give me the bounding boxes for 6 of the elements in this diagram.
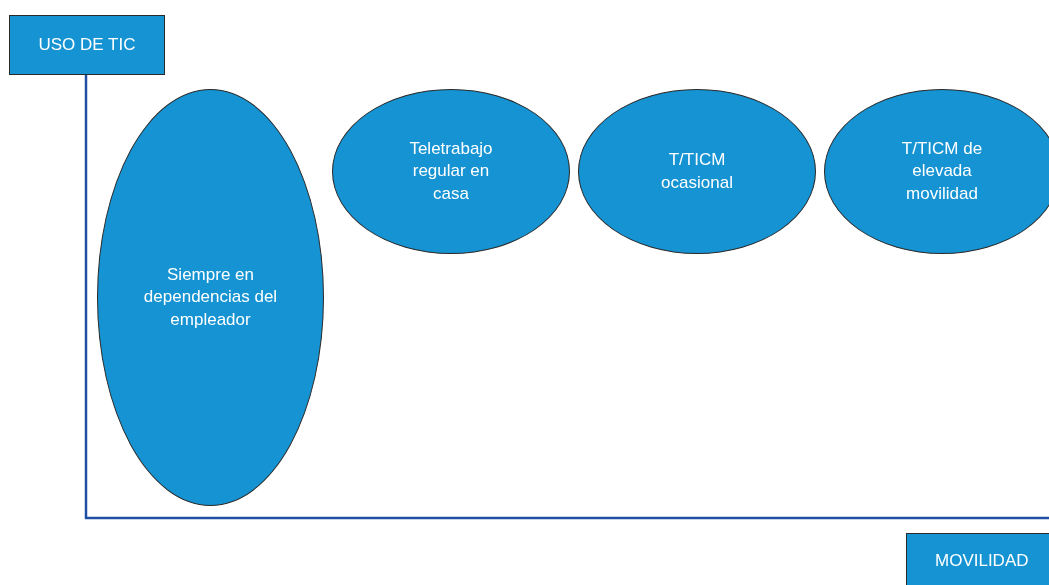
node-label: Teletrabajo regular en casa bbox=[408, 138, 494, 205]
node-label: T/TICM de elevada movilidad bbox=[900, 138, 984, 205]
axis-label-box: USO DE TIC bbox=[9, 15, 165, 75]
node-label: T/TICM ocasional bbox=[660, 149, 734, 194]
node-label: Siempre en dependencias del empleador bbox=[142, 264, 279, 331]
axis-label-box: MOVILIDAD bbox=[906, 533, 1049, 585]
